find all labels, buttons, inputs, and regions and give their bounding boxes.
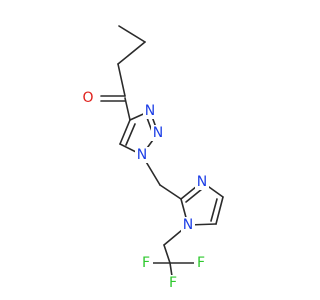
bond-ci2-n4-inner [185,188,203,203]
bond-c4-ct1 [124,97,131,121]
bond-c1-c2 [118,25,146,43]
bond-c2-c3 [117,41,146,65]
atom-nitrogen-triazole-1: N [137,147,147,163]
atoms: O N N N N N F F F [81,90,209,291]
bonds [100,25,224,284]
atom-fluorine-2: F [197,255,205,271]
atom-fluorine-3: F [169,275,177,291]
atom-nitrogen-triazole-3: N [145,103,155,119]
atom-fluorine-1: F [142,255,150,271]
bond-ci4-ci5-inner [210,198,218,222]
bond-c3-c4 [117,63,126,97]
bond-ct1-ct2 [119,119,131,145]
bond-ci4-ci5 [215,196,224,225]
atom-nitrogen-imidazole-1: N [183,217,193,233]
bond-ch2-ci2 [159,184,182,200]
molecule-structure: O N N N N N F F F [81,25,224,291]
atom-nitrogen-triazole-2: N [153,125,163,141]
atom-nitrogen-imidazole-3: N [197,174,207,190]
molecule-canvas: O N N N N N F F F [81,25,224,291]
atom-oxygen: O [82,90,93,106]
bond-ct1-ct2-inner [125,123,136,146]
bond-ch2b-cf3 [163,244,171,264]
